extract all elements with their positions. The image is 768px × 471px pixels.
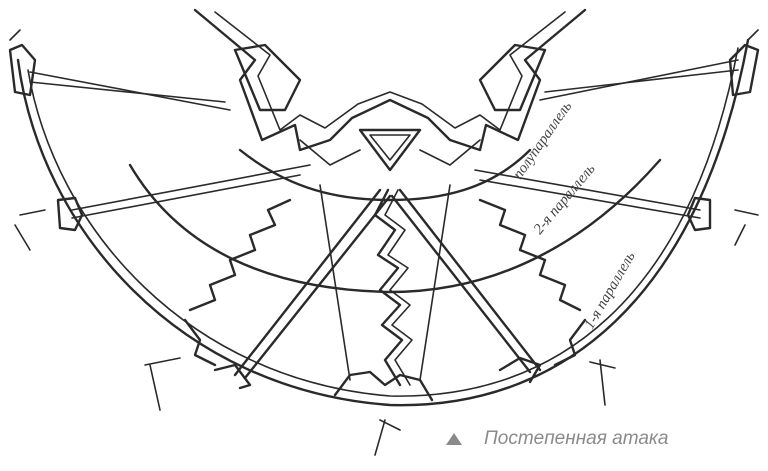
- battery-bottom-right: [498, 356, 542, 384]
- approach-lines: [29, 59, 739, 381]
- left-zigzag-low: [183, 318, 217, 367]
- outwork-left-top: [8, 43, 37, 97]
- trench-stubs: [9, 29, 759, 456]
- right-zigzag-outer: [478, 198, 582, 312]
- outwork-right-top: [728, 43, 760, 97]
- figure-caption: Постепенная атака: [446, 428, 668, 450]
- triangle-up-icon: [446, 433, 462, 445]
- outwork-right-mid: [686, 196, 712, 232]
- zigzag-trench: [373, 188, 404, 387]
- half-parallel-arc: [238, 148, 532, 202]
- caption-text: Постепенная атака: [484, 428, 669, 449]
- right-zigzag-low: [553, 318, 587, 367]
- battery-bottom-left: [213, 363, 252, 390]
- fortress: [193, 8, 587, 172]
- first-parallel-arc-inner: [27, 47, 739, 397]
- battery-bottom-center: [333, 370, 434, 402]
- first-parallel-arc: [16, 38, 750, 407]
- label-first-parallel: 1-я параллель: [582, 249, 639, 332]
- second-parallel-arc: [128, 158, 662, 294]
- outwork-left-mid: [56, 196, 84, 232]
- left-zigzag-outer: [188, 198, 292, 312]
- zigzag-trench-inner: [384, 189, 413, 386]
